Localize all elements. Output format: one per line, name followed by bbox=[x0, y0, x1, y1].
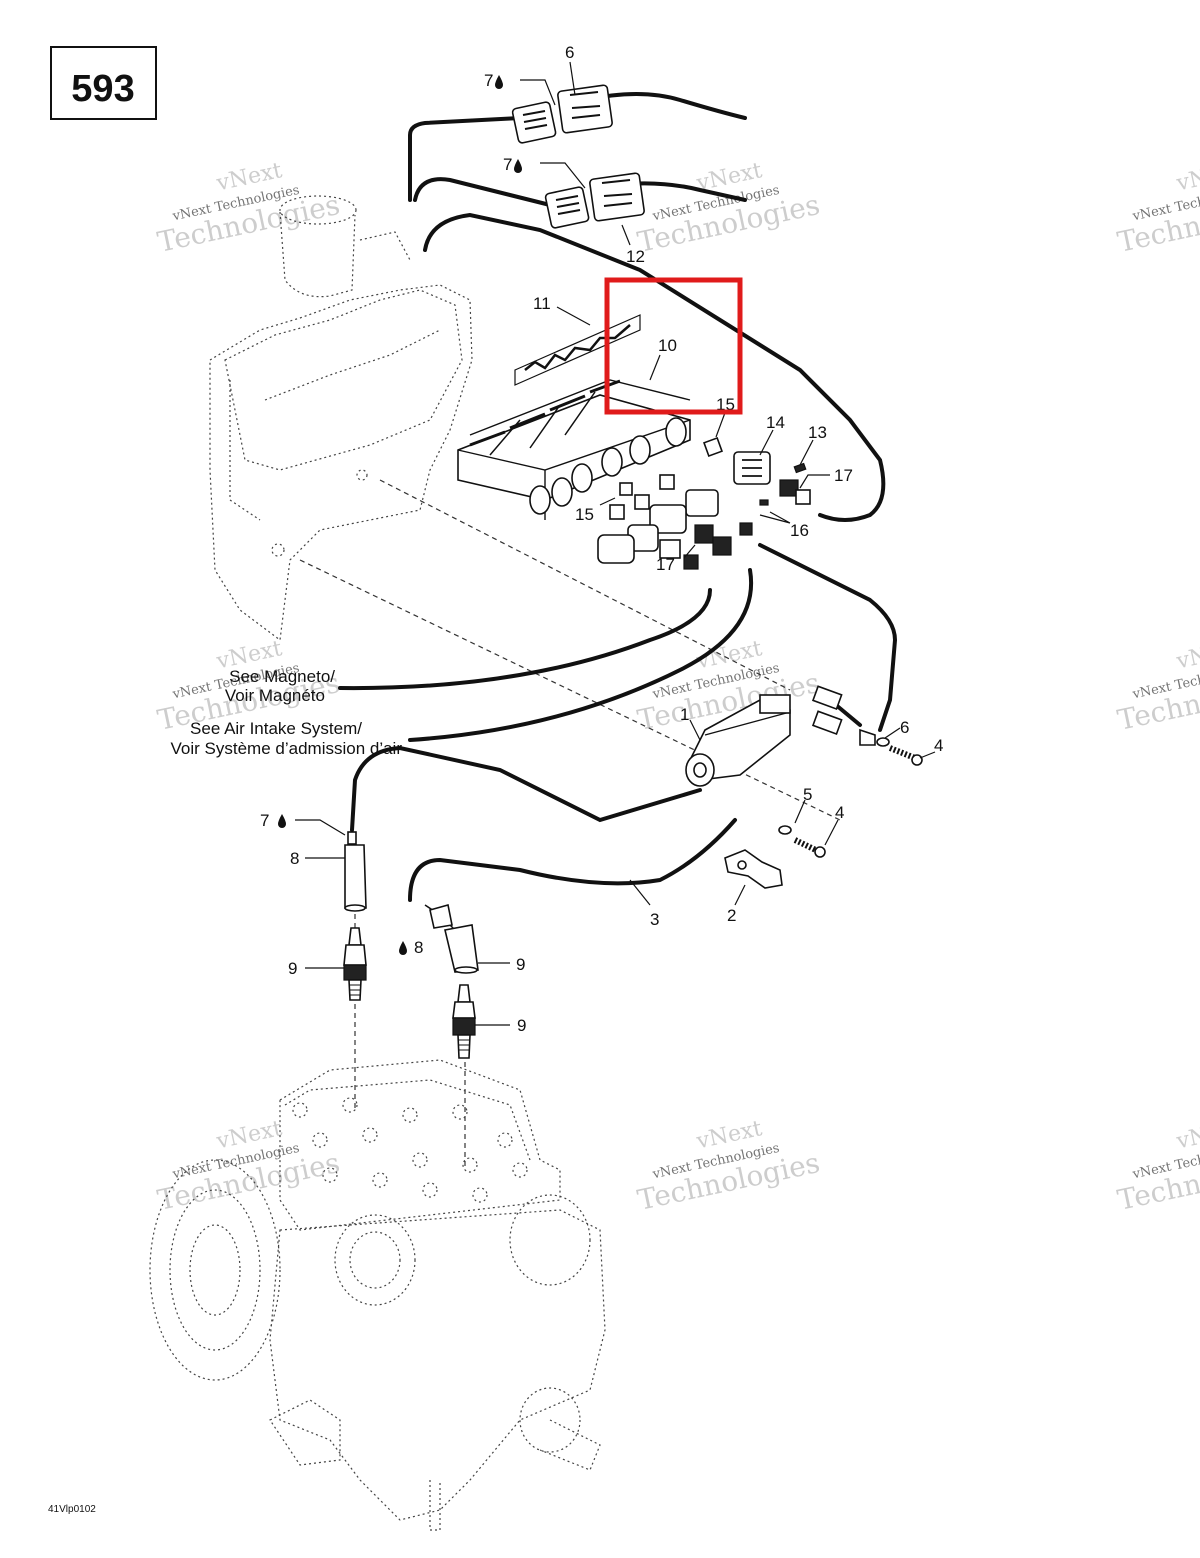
note-magneto-fr: Voir Magnéto bbox=[225, 686, 325, 705]
callout-4a: 4 bbox=[934, 736, 943, 755]
callout-12: 12 bbox=[626, 247, 645, 266]
watermark: vNext vNext Technologies Technologies bbox=[155, 158, 343, 259]
callout-9b-label: 9 bbox=[517, 1016, 526, 1035]
watermark: vNext vNext Technologies Technologies bbox=[635, 1116, 823, 1217]
watermark: vNext vNext Technologies Technologies bbox=[1115, 636, 1200, 737]
callout-1: 1 bbox=[680, 705, 689, 724]
callout-7a: 7 bbox=[484, 71, 493, 90]
page-number-box bbox=[50, 46, 157, 120]
reference-notes: See Magneto/ Voir Magnéto See Air Intake… bbox=[171, 667, 403, 758]
watermark: vNext vNext Technologies Technologies bbox=[155, 1116, 343, 1217]
callout-6b: 5 bbox=[803, 785, 812, 804]
callout-13: 13 bbox=[808, 423, 827, 442]
screw-4 bbox=[793, 745, 923, 858]
note-magneto-en: See Magneto/ bbox=[229, 667, 335, 686]
note-air-fr: Voir Système d’admission d’air bbox=[171, 739, 403, 758]
callout-11: 11 bbox=[533, 294, 551, 313]
callout-labels: 7 6 7 12 11 10 15 14 13 17 15 16 17 1 6 … bbox=[260, 43, 943, 1035]
callout-8b: 9 bbox=[516, 955, 525, 974]
callout-10: 10 bbox=[658, 336, 677, 355]
callout-3: 3 bbox=[650, 910, 659, 929]
highlight-box bbox=[604, 277, 743, 415]
engine-outline bbox=[149, 1059, 606, 1531]
callout-7c: 7 bbox=[260, 811, 269, 830]
ignition-coil-1 bbox=[685, 694, 791, 787]
connector-top-7 bbox=[511, 101, 557, 144]
watermark: vNext vNext Technologies Technologies bbox=[635, 158, 823, 259]
leader-lines bbox=[295, 61, 936, 1026]
watermark: vNext vNext Technologies Technologies bbox=[1115, 158, 1200, 259]
callout-17a: 17 bbox=[834, 466, 853, 485]
ground-connector bbox=[811, 685, 876, 746]
alignment-line bbox=[299, 559, 841, 821]
svg-text:vNext: vNext bbox=[1174, 1116, 1200, 1154]
oil-tank-outline bbox=[209, 195, 473, 642]
callout-16: 16 bbox=[790, 521, 809, 540]
callout-9a: 9 bbox=[288, 959, 297, 978]
callout-6a: 6 bbox=[900, 718, 909, 737]
callout-2: 2 bbox=[727, 906, 736, 925]
callout-15b: 15 bbox=[575, 505, 594, 524]
page-number: 593 bbox=[71, 68, 134, 110]
callout-7b: 7 bbox=[503, 155, 512, 174]
oil-drop-icon bbox=[278, 75, 522, 955]
harness-wires bbox=[338, 92, 898, 902]
callout-4b: 4 bbox=[835, 803, 844, 822]
spark-plug-9-left bbox=[343, 927, 367, 1001]
callout-14: 14 bbox=[766, 413, 785, 432]
connector-5 bbox=[557, 84, 613, 134]
decal-11 bbox=[514, 314, 641, 386]
washer-6 bbox=[778, 737, 890, 835]
callout-5: 6 bbox=[565, 43, 574, 62]
clip-2 bbox=[724, 849, 783, 889]
spark-plug-9-right bbox=[452, 984, 476, 1059]
callout-15a: 15 bbox=[716, 395, 735, 414]
note-air-en: See Air Intake System/ bbox=[190, 719, 362, 738]
spark-plug-cap-8-left bbox=[344, 831, 367, 912]
svg-text:vNext: vNext bbox=[1174, 158, 1200, 196]
callout-8a: 8 bbox=[290, 849, 299, 868]
connector-mid-7 bbox=[544, 186, 590, 229]
drawing-code: 41Vlp0102 bbox=[48, 1504, 96, 1515]
svg-text:vNext: vNext bbox=[1174, 636, 1200, 674]
callout-7d: 8 bbox=[414, 938, 423, 957]
spark-plug-cap-8-right bbox=[424, 903, 479, 974]
ecu-module-10 bbox=[457, 379, 691, 520]
watermark: vNext vNext Technologies Technologies bbox=[1115, 1116, 1200, 1217]
small-connectors bbox=[597, 437, 811, 570]
connector-12 bbox=[589, 172, 645, 222]
callout-17b: 17 bbox=[656, 555, 675, 574]
alignment-line bbox=[379, 479, 791, 691]
